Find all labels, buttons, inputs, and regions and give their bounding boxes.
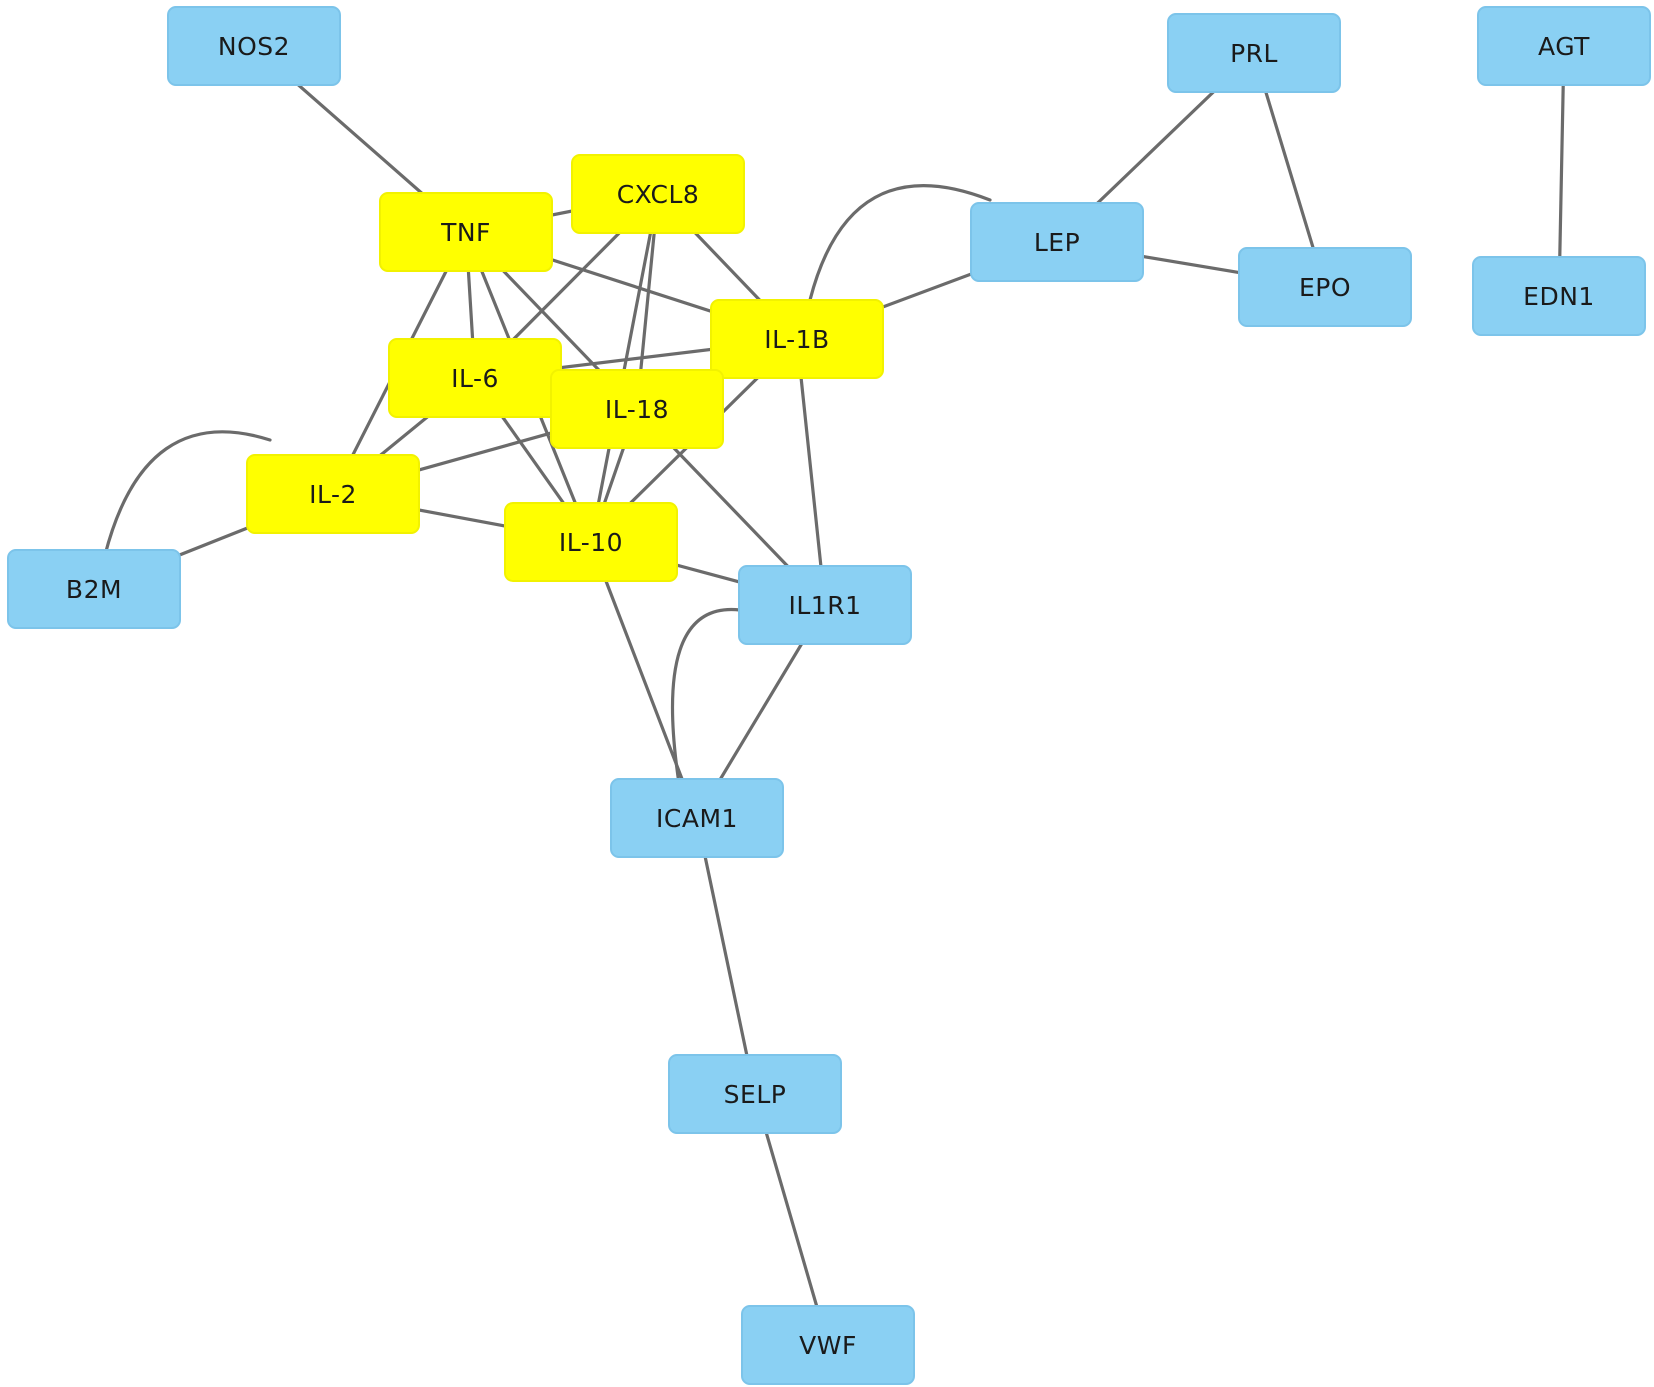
edge-il-10-icam1: [589, 540, 699, 820]
node-prl[interactable]: PRL: [1167, 13, 1341, 93]
node-il1r1[interactable]: IL1R1: [738, 565, 912, 645]
edge-il1r1-icam1: [670, 607, 742, 792]
node-box[interactable]: [710, 299, 884, 379]
node-box[interactable]: [167, 6, 341, 86]
node-box[interactable]: [7, 549, 181, 629]
node-box[interactable]: [571, 154, 745, 234]
node-vwf[interactable]: VWF: [741, 1305, 915, 1385]
node-label: LEP: [1034, 228, 1080, 257]
node-box[interactable]: [610, 778, 784, 858]
node-box[interactable]: [246, 454, 420, 534]
node-label: TNF: [440, 218, 491, 247]
node-box[interactable]: [1472, 256, 1646, 336]
node-label: NOS2: [218, 32, 290, 61]
node-label: IL1R1: [789, 591, 862, 620]
node-il-1b[interactable]: IL-1B: [710, 299, 884, 379]
node-box[interactable]: [379, 192, 553, 272]
edge-selp-vwf: [753, 1092, 830, 1347]
edges-layer: [92, 44, 1566, 1347]
node-label: PRL: [1230, 39, 1278, 68]
node-label: VWF: [799, 1331, 857, 1360]
node-label: ICAM1: [656, 804, 738, 833]
edge-agt-edn1: [1557, 44, 1566, 298]
node-label: CXCL8: [617, 180, 700, 209]
node-box[interactable]: [1167, 13, 1341, 93]
edge-il-2-b2m: [103, 430, 272, 557]
node-box[interactable]: [970, 202, 1144, 282]
node-label: EPO: [1299, 273, 1351, 302]
node-icam1[interactable]: ICAM1: [610, 778, 784, 858]
node-label: B2M: [66, 575, 122, 604]
node-agt[interactable]: AGT: [1477, 6, 1651, 86]
node-box[interactable]: [1477, 6, 1651, 86]
node-box[interactable]: [741, 1305, 915, 1385]
edge-icam1-selp: [695, 816, 757, 1096]
node-label: IL-6: [451, 364, 499, 393]
node-selp[interactable]: SELP: [668, 1054, 842, 1134]
node-label: IL-18: [605, 395, 669, 424]
node-label: SELP: [724, 1080, 787, 1109]
node-label: IL-10: [559, 528, 623, 557]
node-box[interactable]: [504, 502, 678, 582]
node-box[interactable]: [550, 369, 724, 449]
edge-il-1b-il1r1: [795, 337, 827, 607]
node-b2m[interactable]: B2M: [7, 549, 181, 629]
node-il-2[interactable]: IL-2: [246, 454, 420, 534]
node-edn1[interactable]: EDN1: [1472, 256, 1646, 336]
node-label: IL-2: [309, 480, 357, 509]
node-box[interactable]: [668, 1054, 842, 1134]
node-epo[interactable]: EPO: [1238, 247, 1412, 327]
node-il-18[interactable]: IL-18: [550, 369, 724, 449]
node-box[interactable]: [738, 565, 912, 645]
node-nos2[interactable]: NOS2: [167, 6, 341, 86]
node-lep[interactable]: LEP: [970, 202, 1144, 282]
node-il-6[interactable]: IL-6: [388, 338, 562, 418]
node-tnf[interactable]: TNF: [379, 192, 553, 272]
node-cxcl8[interactable]: CXCL8: [571, 154, 745, 234]
node-il-10[interactable]: IL-10: [504, 502, 678, 582]
node-label: AGT: [1538, 32, 1590, 61]
edge-lep-il1r1: [808, 184, 992, 302]
edge-cxcl8-il-10: [589, 192, 660, 544]
node-box[interactable]: [1238, 247, 1412, 327]
node-label: EDN1: [1523, 282, 1595, 311]
node-label: IL-1B: [764, 325, 829, 354]
